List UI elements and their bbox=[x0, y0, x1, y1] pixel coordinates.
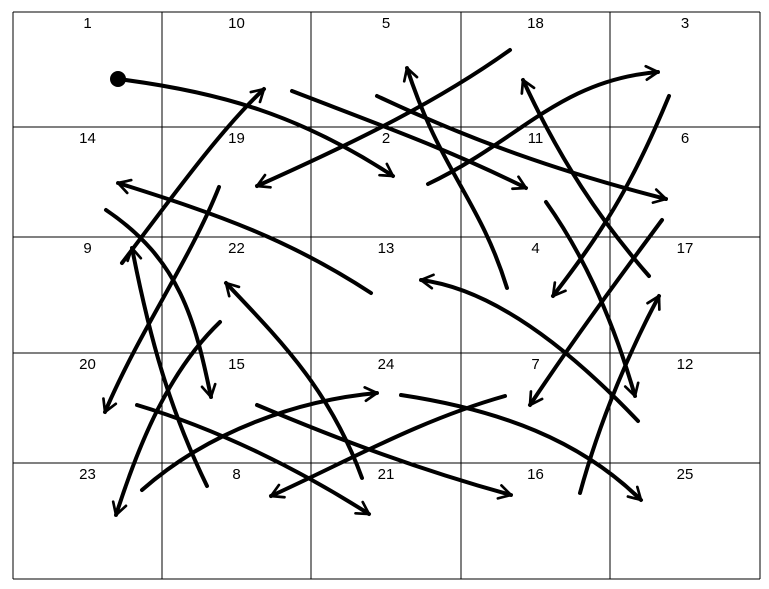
cell-number: 1 bbox=[83, 15, 91, 32]
cell-number: 15 bbox=[228, 356, 245, 373]
arrow-17-to-18 bbox=[520, 78, 651, 278]
arrow-6-to-7 bbox=[528, 218, 664, 407]
cell-number: 7 bbox=[531, 356, 539, 373]
cell-number: 24 bbox=[378, 356, 395, 373]
arrow-2-to-3 bbox=[426, 64, 660, 186]
cell-number: 13 bbox=[378, 240, 395, 257]
arrow-4-to-5 bbox=[402, 66, 509, 290]
cell-number: 18 bbox=[527, 15, 544, 32]
cell-number: 6 bbox=[681, 130, 689, 147]
cell-number: 12 bbox=[677, 356, 694, 373]
cell-number: 9 bbox=[83, 240, 91, 257]
cell-number: 8 bbox=[232, 466, 240, 483]
grid bbox=[12, 11, 761, 580]
cell-number: 16 bbox=[527, 466, 544, 483]
hand-drawn-arrows bbox=[102, 48, 671, 517]
arrow-1-to-2 bbox=[116, 77, 395, 178]
arrow-19-to-20 bbox=[102, 185, 221, 414]
cell-number: 21 bbox=[378, 466, 395, 483]
arrow-16-to-17 bbox=[578, 294, 661, 495]
arrow-18-to-19 bbox=[255, 48, 512, 189]
cell-number: 25 bbox=[677, 466, 694, 483]
arrow-20-to-21 bbox=[135, 403, 371, 516]
cell-number: 19 bbox=[228, 130, 245, 147]
arrow-8-to-9 bbox=[126, 246, 209, 488]
arrow-3-to-4 bbox=[551, 94, 671, 298]
arrow-23-to-24 bbox=[140, 386, 379, 492]
cell-number: 10 bbox=[228, 15, 245, 32]
arrow-22-to-23 bbox=[111, 320, 222, 517]
cell-number: 11 bbox=[528, 130, 544, 147]
cell-number: 20 bbox=[79, 356, 96, 373]
arrow-12-to-13 bbox=[419, 273, 640, 423]
cell-number: 3 bbox=[681, 15, 689, 32]
arrow-13-to-14 bbox=[116, 178, 373, 295]
arrow-10-to-11 bbox=[290, 89, 528, 191]
cell-number: 2 bbox=[382, 130, 390, 147]
arrow-11-to-12 bbox=[544, 200, 640, 398]
arrow-14-to-15 bbox=[104, 208, 217, 399]
arrow-15-to-16 bbox=[255, 403, 513, 500]
arrow-24-to-25 bbox=[399, 393, 643, 502]
cell-number: 14 bbox=[79, 130, 96, 147]
arrow-7-to-8 bbox=[269, 394, 507, 499]
arrow-21-to-22 bbox=[224, 281, 364, 480]
cell-number: 17 bbox=[677, 240, 694, 257]
cell-number: 22 bbox=[228, 240, 245, 257]
cell-number: 5 bbox=[382, 15, 390, 32]
cell-number: 23 bbox=[79, 466, 96, 483]
cell-number: 4 bbox=[531, 240, 539, 257]
